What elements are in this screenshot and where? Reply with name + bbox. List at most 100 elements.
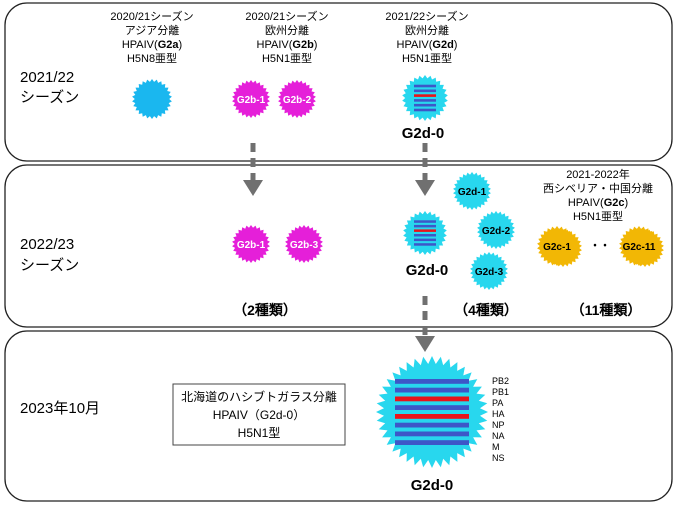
header-g2a: 2020/21シーズン アジア分離 HPAIV(G2a) H5N8亜型: [110, 9, 193, 65]
gene-segment-bar: [414, 243, 436, 246]
g2c-prefix: HPAIV(: [568, 197, 604, 209]
virus-g2d-0-top: [402, 75, 448, 121]
isolate-line3: H5N1型: [238, 426, 281, 440]
gene-segment-bar: [414, 229, 436, 232]
label-g2b-1-mid: G2b-1: [237, 240, 266, 251]
label-g2d-0-bottom: G2d-0: [411, 477, 454, 494]
g2b-header-line4: H5N1亜型: [262, 51, 312, 65]
g2a-prefix: HPAIV(: [122, 39, 158, 51]
g2b-suffix: ): [314, 39, 318, 51]
panel-2022-23: [4, 164, 673, 328]
segment-label: M: [492, 442, 500, 452]
g2a-strain: G2a: [158, 39, 180, 51]
g2d-prefix: HPAIV(: [397, 39, 433, 51]
g2c-header-line4: H5N1亜型: [573, 209, 623, 223]
segment-label: PB1: [492, 387, 509, 397]
arrow-g2b-down: [243, 143, 263, 196]
virus-g2a: [132, 79, 172, 119]
g2c-header-line3: HPAIV(G2c): [568, 197, 628, 209]
virus-body: [402, 75, 448, 121]
g2b-header-line1: 2020/21シーズン: [245, 9, 328, 23]
g2c-ellipsis: ・・: [590, 241, 610, 252]
gene-segment-bar: [414, 99, 436, 102]
g2a-header-line4: H5N8亜型: [127, 51, 177, 65]
g2a-suffix: ): [178, 39, 182, 51]
label-g2b-2-top: G2b-2: [283, 95, 312, 106]
gene-segment-bar: [414, 103, 436, 107]
virus-g2c-1: [537, 226, 577, 266]
count-g2d: （4種類）: [454, 302, 518, 318]
g2a-header-line2: アジア分離: [125, 23, 180, 37]
label-g2b-1-top: G2b-1: [237, 95, 266, 106]
segment-label: NA: [492, 431, 505, 441]
g2b-prefix: HPAIV(: [257, 39, 293, 51]
g2d-header-line2: 欧州分離: [405, 23, 449, 37]
g2d-strain: G2d: [432, 39, 453, 51]
g2a-header-line3: HPAIV(G2a): [122, 39, 182, 51]
date-2023-10: 2023年10月: [20, 400, 100, 417]
segment-list: PB2 PB1 PA HA NP NA M NS: [492, 376, 509, 463]
gene-segment-bar: [414, 238, 436, 242]
segment-label: PB2: [492, 376, 509, 386]
g2b-header-line2: 欧州分離: [265, 23, 309, 37]
season-label-2022-23: 2022/23: [20, 236, 74, 253]
virus-g2d-3: [470, 252, 508, 290]
isolate-line1: 北海道のハシブトガラス分離: [181, 389, 337, 404]
virus-body: [376, 356, 488, 468]
virus-g2d-0-large: [376, 356, 488, 468]
virus-g2d-1: [453, 172, 491, 210]
gene-segment-bar: [395, 422, 469, 428]
virus-g2c-11: [619, 226, 659, 266]
g2d-header-line4: H5N1亜型: [402, 51, 452, 65]
gene-segment-bar: [414, 94, 436, 97]
label-g2c-1: G2c-1: [543, 242, 571, 253]
gene-segment-bar: [395, 405, 469, 410]
header-g2b: 2020/21シーズン 欧州分離 HPAIV(G2b) H5N1亜型: [245, 9, 328, 65]
g2c-strain: G2c: [604, 197, 625, 209]
gene-segment-bar: [414, 220, 436, 223]
segment-label: HA: [492, 409, 505, 419]
segment-label: PA: [492, 398, 503, 408]
virus-g2d-2: [477, 211, 515, 249]
label-g2d-0-top: G2d-0: [402, 125, 445, 142]
season-label-2021-22: 2021/22: [20, 69, 74, 86]
label-g2d-1: G2d-1: [458, 187, 487, 198]
g2d-suffix: ): [454, 39, 458, 51]
g2c-suffix: ): [624, 197, 628, 209]
gene-segment-bar: [414, 89, 436, 93]
header-g2d: 2021/22シーズン 欧州分離 HPAIV(G2d) H5N1亜型: [385, 9, 468, 65]
label-g2d-3: G2d-3: [475, 267, 504, 278]
virus-g2b-3-mid: [285, 225, 323, 263]
arrow-g2d-down-1: [415, 143, 435, 196]
gene-segment-bar: [395, 387, 469, 393]
gene-segment-bar: [414, 224, 436, 228]
label-g2d-0-mid: G2d-0: [406, 262, 449, 279]
gene-segment-bar: [395, 431, 469, 437]
header-g2c: 2021-2022年 西シベリア・中国分離 HPAIV(G2c) H5N1亜型: [543, 167, 653, 223]
g2d-header-line3: HPAIV(G2d): [397, 39, 458, 51]
label-g2c-11: G2c-11: [623, 242, 656, 253]
season-label-2021-22-suffix: シーズン: [20, 89, 79, 106]
g2c-header-line1: 2021-2022年: [566, 167, 630, 181]
virus-g2b-1-top: [232, 80, 270, 118]
gene-segment-bar: [395, 396, 469, 402]
count-g2b: （2種類）: [233, 302, 297, 318]
arrow-g2d-down-2: [415, 296, 435, 352]
segment-label: NS: [492, 453, 505, 463]
label-g2d-2: G2d-2: [482, 226, 511, 237]
gene-segment-bar: [414, 108, 436, 112]
panel-2021-22: [4, 2, 673, 162]
gene-segment-bar: [395, 440, 469, 445]
season-label-2022-23-suffix: シーズン: [20, 257, 79, 274]
virus-g2d-0-mid: [403, 211, 447, 255]
isolate-info-box: [172, 383, 346, 446]
g2b-strain: G2b: [292, 39, 314, 51]
virus-g2b-1-mid: [232, 225, 270, 263]
label-g2b-3-mid: G2b-3: [290, 240, 319, 251]
virus-g2b-2-top: [278, 80, 316, 118]
gene-segment-bar: [395, 379, 469, 384]
gene-segment-bar: [414, 84, 436, 88]
g2c-header-line2: 西シベリア・中国分離: [543, 181, 653, 195]
g2d-header-line1: 2021/22シーズン: [385, 9, 468, 23]
